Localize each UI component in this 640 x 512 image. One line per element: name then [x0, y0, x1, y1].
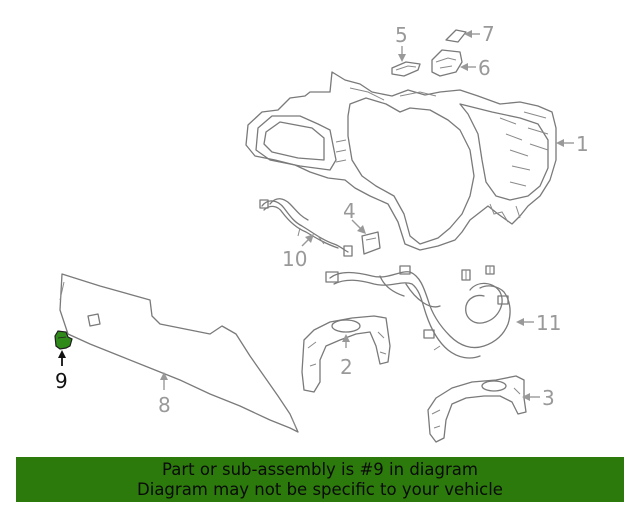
callout-4: 4 — [343, 199, 356, 223]
arrowhead-10 — [305, 234, 314, 243]
arrowhead-5 — [398, 54, 406, 62]
arrowhead-1 — [556, 139, 564, 147]
arrowhead-11 — [516, 318, 524, 326]
part-4-module — [361, 231, 381, 255]
parts-diagram: 1 5 6 7 4 10 — [54, 22, 589, 443]
part-9-clip-highlighted — [54, 330, 73, 350]
arrowhead-7 — [464, 30, 472, 38]
banner-line-2: Diagram may not be specific to your vehi… — [137, 480, 503, 499]
callout-3: 3 — [542, 386, 555, 410]
callout-2: 2 — [340, 355, 353, 379]
part-10-harness — [259, 198, 353, 257]
callout-7: 7 — [482, 22, 495, 46]
part-5-pad — [391, 61, 421, 77]
part-7-clip — [445, 29, 467, 43]
callout-8: 8 — [158, 393, 171, 417]
part-2-bracket — [301, 315, 391, 393]
banner-line-1: Part or sub-assembly is #9 in diagram — [162, 460, 478, 479]
arrowhead-3 — [522, 393, 530, 401]
arrowhead-8 — [160, 372, 168, 380]
part-11-harness — [325, 265, 511, 359]
arrowhead-9 — [58, 350, 66, 358]
part-3-bracket — [427, 375, 527, 443]
part-8-side-panel — [59, 273, 299, 433]
part-1-console-body — [245, 71, 557, 251]
callout-9: 9 — [55, 369, 68, 393]
part-6-switch — [431, 49, 463, 77]
callout-10: 10 — [282, 247, 307, 271]
callout-5: 5 — [395, 23, 408, 47]
info-banner: Part or sub-assembly is #9 in diagram Di… — [16, 457, 624, 502]
callout-6: 6 — [478, 56, 491, 80]
arrowhead-6 — [460, 63, 468, 71]
arrowhead-2 — [342, 334, 350, 342]
callout-11: 11 — [536, 311, 561, 335]
arrowhead-4 — [357, 225, 366, 234]
callout-1: 1 — [576, 132, 589, 156]
